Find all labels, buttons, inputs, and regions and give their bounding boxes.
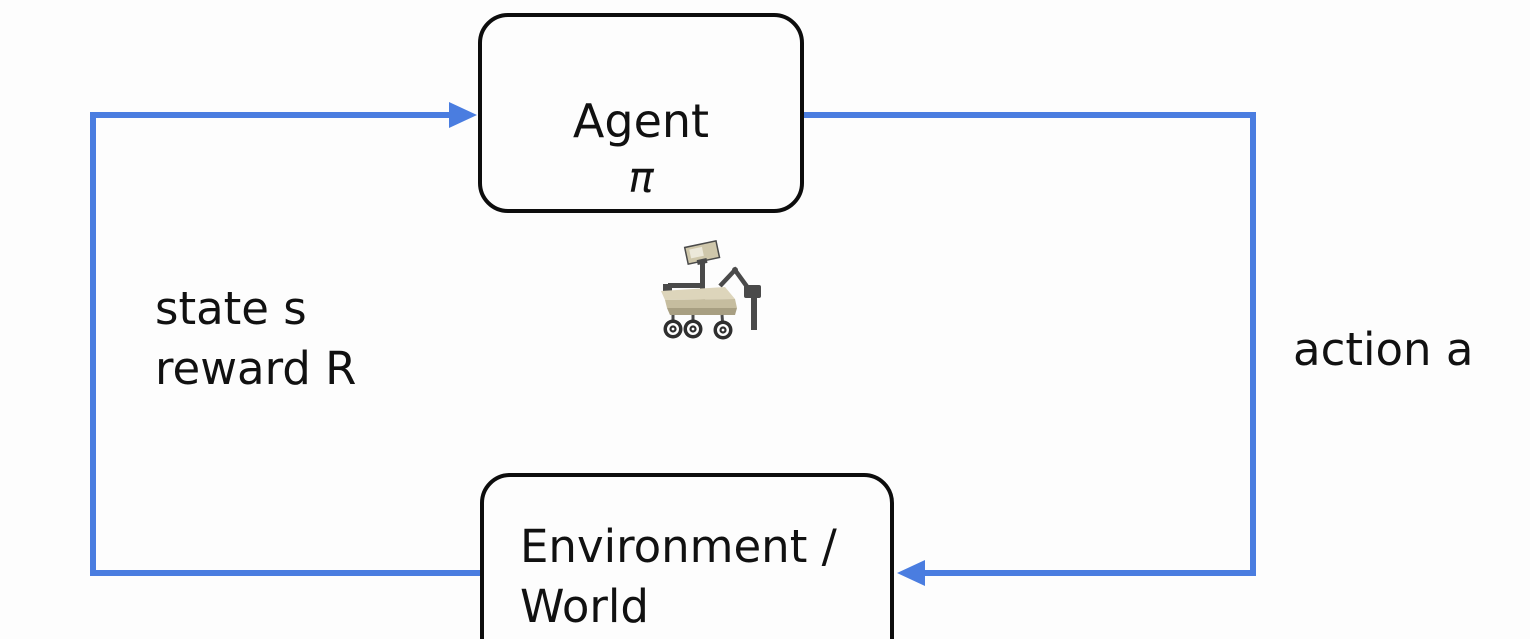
policy-pi-symbol: π (628, 153, 654, 202)
reward-label-line: reward R (155, 342, 357, 395)
state-reward-arrow (90, 102, 483, 576)
rover-wheel (713, 320, 733, 340)
rover-wheel (683, 319, 703, 339)
environment-label-line1: Environment / (520, 520, 837, 573)
state-reward-label: state s reward R (155, 279, 356, 399)
rover-wheel (663, 319, 683, 339)
mars-rover-icon (661, 239, 761, 340)
action-label: action a (1293, 323, 1474, 376)
agent-node: Agent π (478, 13, 804, 213)
environment-node: Environment / World (480, 473, 894, 639)
action-arrow (803, 112, 1256, 586)
environment-label: Environment / World (520, 517, 837, 637)
environment-label-line2: World (520, 580, 649, 633)
agent-label: Agent (572, 94, 710, 148)
state-label-line: state s (155, 282, 307, 335)
